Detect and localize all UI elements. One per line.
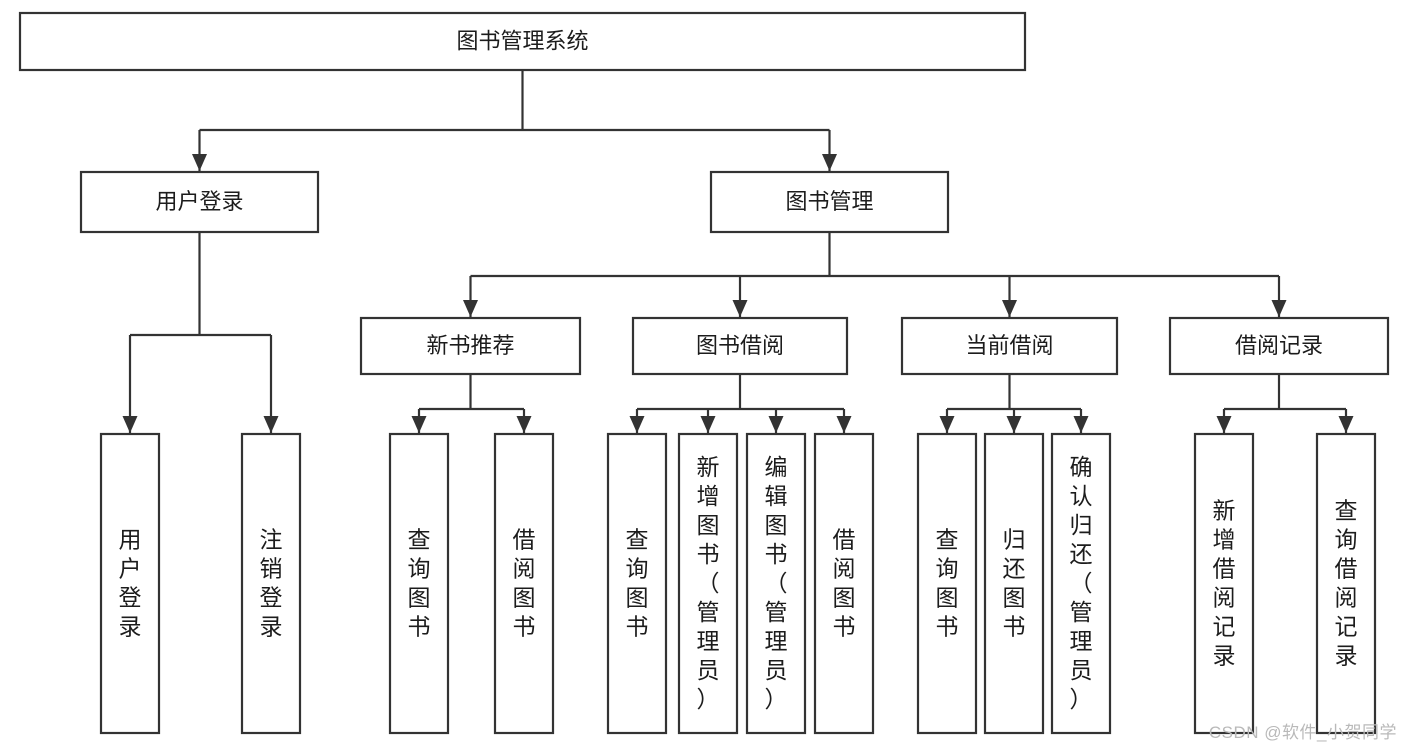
- node-leaf-borrow-book-1[interactable]: 借阅图书: [493, 432, 555, 735]
- arrow-head-icon: [732, 300, 748, 317]
- node-leaf-user-logout-label: 注销登录: [260, 527, 283, 640]
- node-leaf-return-book-box[interactable]: [983, 432, 1045, 735]
- node-leaf-return-book-label: 归还图书: [1003, 527, 1026, 640]
- node-new-book-recommend-box[interactable]: [359, 316, 582, 376]
- node-current-borrow-box[interactable]: [900, 316, 1119, 376]
- node-new-book-recommend-label: 新书推荐: [426, 333, 514, 358]
- node-borrow-record[interactable]: 借阅记录: [1168, 316, 1390, 376]
- node-current-borrow-label: 当前借阅: [965, 333, 1053, 358]
- arrow-head-icon: [1338, 416, 1354, 433]
- node-leaf-edit-book-box[interactable]: [745, 432, 807, 735]
- node-current-borrow[interactable]: 当前借阅: [900, 316, 1119, 376]
- node-user-login[interactable]: 用户登录: [79, 170, 320, 234]
- arrow-head-icon: [122, 416, 138, 433]
- arrow-head-icon: [263, 416, 279, 433]
- connector-layer: [122, 70, 1354, 433]
- node-leaf-user-logout-box[interactable]: [240, 432, 302, 735]
- node-leaf-add-book-label: 新增图书（管理员）: [697, 454, 720, 712]
- node-new-book-recommend[interactable]: 新书推荐: [359, 316, 582, 376]
- node-leaf-query-book-1-box[interactable]: [388, 432, 450, 735]
- node-user-login-box[interactable]: [79, 170, 320, 234]
- node-borrow-record-box[interactable]: [1168, 316, 1390, 376]
- node-leaf-query-book-3-box[interactable]: [916, 432, 978, 735]
- node-leaf-add-book-box[interactable]: [677, 432, 739, 735]
- node-leaf-query-book-3[interactable]: 查询图书: [916, 432, 978, 735]
- node-borrow-record-label: 借阅记录: [1235, 333, 1323, 358]
- arrow-head-icon: [1271, 300, 1287, 317]
- node-leaf-add-record-box[interactable]: [1193, 432, 1255, 735]
- node-leaf-confirm-return-label: 确认归还（管理员）: [1070, 454, 1093, 712]
- node-book-manage-label: 图书管理: [785, 189, 873, 214]
- node-leaf-add-record-label: 新增借阅记录: [1213, 498, 1236, 669]
- node-leaf-query-record[interactable]: 查询借阅记录: [1315, 432, 1377, 735]
- arrow-head-icon: [939, 416, 955, 433]
- node-leaf-confirm-return[interactable]: 确认归还（管理员）: [1050, 432, 1112, 735]
- node-user-login-label: 用户登录: [155, 189, 243, 214]
- node-book-borrow[interactable]: 图书借阅: [631, 316, 849, 376]
- arrow-head-icon: [192, 154, 207, 171]
- node-leaf-query-record-box[interactable]: [1315, 432, 1377, 735]
- node-leaf-user-logout[interactable]: 注销登录: [240, 432, 302, 735]
- node-leaf-user-login-label: 用户登录: [119, 527, 142, 640]
- node-leaf-borrow-book-2-box[interactable]: [813, 432, 875, 735]
- node-leaf-query-book-3-label: 查询图书: [936, 527, 959, 640]
- node-leaf-user-login[interactable]: 用户登录: [99, 432, 161, 735]
- arrow-head-icon: [1006, 416, 1022, 433]
- node-leaf-user-login-box[interactable]: [99, 432, 161, 735]
- node-leaf-edit-book-label: 编辑图书（管理员）: [765, 454, 788, 712]
- node-leaf-borrow-book-1-label: 借阅图书: [513, 527, 536, 640]
- arrow-head-icon: [768, 416, 784, 433]
- arrow-head-icon: [463, 300, 478, 317]
- arrow-head-icon: [700, 416, 716, 433]
- arrow-head-icon: [1002, 300, 1017, 317]
- node-leaf-edit-book[interactable]: 编辑图书（管理员）: [745, 432, 807, 735]
- node-book-borrow-box[interactable]: [631, 316, 849, 376]
- node-leaf-add-record[interactable]: 新增借阅记录: [1193, 432, 1255, 735]
- node-leaf-query-book-2-box[interactable]: [606, 432, 668, 735]
- arrow-head-icon: [836, 416, 852, 433]
- node-leaf-borrow-book-2[interactable]: 借阅图书: [813, 432, 875, 735]
- node-leaf-query-book-2[interactable]: 查询图书: [606, 432, 668, 735]
- arrow-head-icon: [822, 154, 837, 171]
- node-book-manage-box[interactable]: [709, 170, 950, 234]
- node-book-manage[interactable]: 图书管理: [709, 170, 950, 234]
- arrow-head-icon: [1216, 416, 1232, 433]
- node-leaf-query-book-2-label: 查询图书: [626, 527, 649, 640]
- node-leaf-borrow-book-2-label: 借阅图书: [833, 527, 856, 640]
- node-leaf-query-record-label: 查询借阅记录: [1335, 498, 1358, 669]
- node-book-borrow-label: 图书借阅: [696, 333, 784, 358]
- arrow-head-icon: [411, 416, 427, 433]
- node-leaf-confirm-return-box[interactable]: [1050, 432, 1112, 735]
- node-leaf-query-book-1-label: 查询图书: [408, 527, 431, 640]
- node-layer: 图书管理系统用户登录图书管理新书推荐图书借阅当前借阅借阅记录用户登录注销登录查询…: [18, 11, 1390, 735]
- node-leaf-query-book-1[interactable]: 查询图书: [388, 432, 450, 735]
- node-leaf-borrow-book-1-box[interactable]: [493, 432, 555, 735]
- node-leaf-add-book[interactable]: 新增图书（管理员）: [677, 432, 739, 735]
- node-leaf-return-book[interactable]: 归还图书: [983, 432, 1045, 735]
- arrow-head-icon: [1073, 416, 1089, 433]
- node-root-system-label: 图书管理系统: [456, 28, 588, 53]
- node-root-system[interactable]: 图书管理系统: [18, 11, 1027, 72]
- arrow-head-icon: [629, 416, 645, 433]
- arrow-head-icon: [516, 416, 532, 433]
- node-root-system-box[interactable]: [18, 11, 1027, 72]
